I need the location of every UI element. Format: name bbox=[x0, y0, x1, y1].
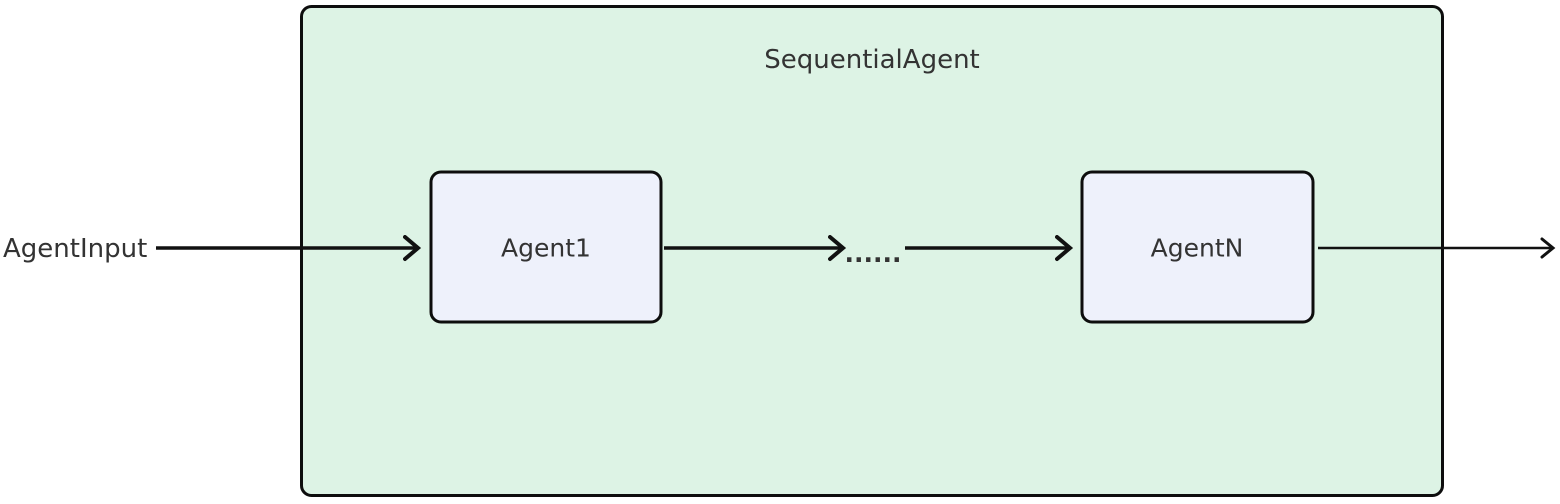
agent1-label: Agent1 bbox=[501, 234, 591, 263]
container-title-label: SequentialAgent bbox=[764, 45, 980, 75]
ellipsis-label: ...... bbox=[845, 239, 902, 268]
sequential-agent-container bbox=[300, 5, 1444, 497]
agent-input-label: AgentInput bbox=[3, 234, 147, 264]
agentn-label: AgentN bbox=[1151, 234, 1244, 263]
agentn-node bbox=[1080, 170, 1315, 324]
agent1-node bbox=[429, 170, 663, 324]
